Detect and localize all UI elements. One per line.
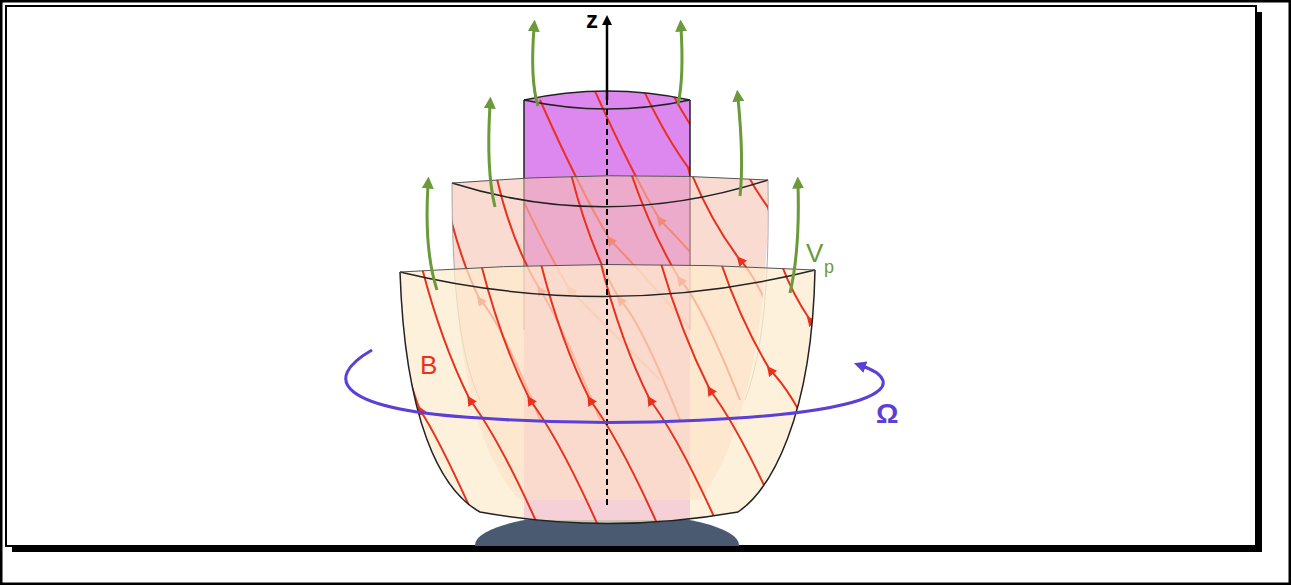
axis-dashed bbox=[606, 100, 608, 505]
axis-label: z bbox=[586, 8, 598, 32]
field-label: B bbox=[420, 352, 437, 378]
rotation-label: Ω bbox=[876, 400, 898, 428]
rotation-arrow bbox=[346, 350, 883, 422]
frame-panel bbox=[6, 6, 1256, 546]
velocity-arrows bbox=[427, 28, 798, 293]
velocity-subscript: p bbox=[824, 258, 834, 276]
z-axis bbox=[606, 22, 609, 100]
velocity-label: V bbox=[806, 240, 823, 266]
field-lines-outer bbox=[390, 260, 860, 530]
